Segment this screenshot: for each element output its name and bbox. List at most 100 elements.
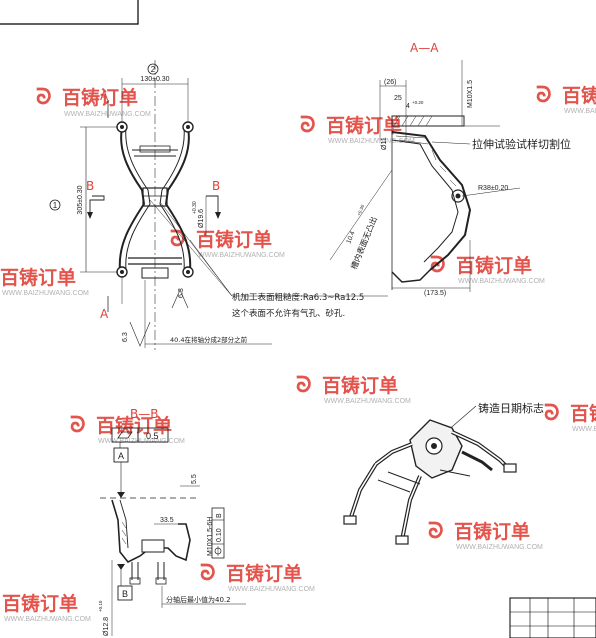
watermark-url: WWW.BAIZHUWANG.COM	[4, 616, 91, 623]
svg-text:ᘐ: ᘐ	[296, 373, 312, 398]
section-label-b-right: B	[212, 179, 220, 193]
watermark-9: ᘐ 百铸订单 WWW.BAIZHUWANG.COM	[544, 401, 596, 433]
note-axis-dim: 40.4在将轴分成2部分之前	[170, 335, 248, 344]
datum-b-box	[117, 585, 133, 601]
iso-view: 铸造日期标志	[343, 401, 544, 545]
dim-dia11-text: Ø11	[381, 137, 388, 150]
watermark-url: WWW.BAIZHUWANG.COM	[2, 290, 89, 297]
watermark-url: WWW.BAIZHUWANG.COM	[328, 138, 415, 145]
watermark-brand: 百铸订单	[2, 592, 78, 615]
dim-dia-a-tol: +0.30	[192, 201, 198, 214]
iso-foot-right	[503, 463, 517, 473]
bb-center-block	[141, 539, 165, 553]
bottom-center-block	[141, 267, 169, 279]
flatness-icon	[117, 431, 133, 439]
bb-profile	[111, 499, 191, 564]
bottom-cross-bar	[128, 257, 182, 265]
balloon-2	[147, 63, 159, 75]
svg-text:ᘐ: ᘐ	[36, 85, 52, 110]
section-label-a-top: A	[100, 89, 109, 103]
svg-text:ᘐ: ᘐ	[544, 401, 560, 426]
watermark-3: ᘐ 百铸订单 WWW.BAIZHUWANG.COM	[536, 83, 596, 115]
dim-25-text: 25	[394, 95, 402, 102]
watermark-2: ᘐ 百铸订单 WWW.BAIZHUWANG.COM	[300, 113, 415, 145]
watermark-6: ᘐ 百铸订单 WWW.BAIZHUWANG.COM	[430, 253, 545, 285]
dim-26-text: (26)	[384, 79, 396, 86]
position-tol-datum: B	[216, 513, 223, 518]
dim-width-text: 130±0.30	[140, 76, 169, 83]
flatness-value: 0.5	[146, 431, 159, 441]
watermark-brand: 百铸订单	[456, 254, 532, 277]
watermark-url: WWW.BAIZHUWANG.COM	[228, 586, 315, 593]
dim-55-text: 5.5	[191, 474, 198, 484]
section-bb-title: B—B	[130, 407, 158, 421]
svg-text:ᘐ: ᘐ	[70, 413, 86, 438]
iso-arm-right-top	[451, 430, 512, 472]
iso-leg-right	[461, 450, 493, 472]
position-tol-frame	[211, 507, 225, 559]
watermark-url: WWW.BAIZHUWANG.COM	[98, 438, 185, 445]
svg-text:ᘐ: ᘐ	[536, 83, 552, 108]
watermark-brand: 百铸订单	[454, 520, 530, 543]
svg-text:ᘐ: ᘐ	[200, 561, 216, 586]
watermark-brand: 百铸订单	[326, 114, 402, 137]
front-view: 2 130±0.30 A B B	[49, 60, 388, 350]
dim-height-text: 305±0.30	[77, 185, 84, 214]
watermark-brand: 百铸订单	[570, 402, 596, 425]
position-tol-value: 0.10	[216, 528, 223, 542]
watermark-brand: 百铸订单	[226, 562, 302, 585]
dim-thread-bb: M10X1.5-6H	[207, 517, 214, 556]
iso-leg-left	[348, 462, 378, 521]
watermark-1: ᘐ 百铸订单 WWW.BAIZHUWANG.COM	[36, 85, 151, 118]
note-roughness: 机加工表面粗糙度:Ra6.3~Ra12.5	[232, 292, 364, 303]
dim-dia128-text: Ø12.8	[103, 617, 110, 636]
dim-104-text: 10.4	[345, 230, 356, 245]
svg-text:ᘐ: ᘐ	[170, 227, 186, 252]
watermark-brand: 百铸订单	[96, 414, 172, 437]
section-bb-view: B—B 0.5 A 5.5 33.5 M10X1.5-6H 0.10 B	[98, 407, 246, 636]
watermark-url: WWW.BAIZHUWANG.COM	[458, 278, 545, 285]
watermark-url: WWW.BAIZHUWANG.COM	[456, 544, 543, 551]
watermark-5: ᘐ 百铸订单 WWW.BAIZHUWANG.COM	[0, 266, 89, 297]
watermark-brand: 百铸订单	[62, 86, 138, 109]
watermark-url: WWW.BAIZHUWANG.COM	[564, 108, 596, 115]
datum-b-label: B	[122, 589, 128, 599]
title-block-frame	[0, 0, 139, 25]
watermark-12: ᘐ 百铸订单 WWW.BAIZHUWANG.COM	[2, 592, 91, 623]
note-slot: 槽内表面无凸出	[349, 215, 379, 271]
note-min-value: 分轴后最小值为40.2	[166, 595, 231, 604]
dim-4-text: 4	[406, 103, 410, 110]
flatness-frame-value	[137, 427, 169, 443]
dim-104-tol: +0.30	[356, 203, 365, 216]
dim-63-left-text: 6.3	[122, 332, 129, 342]
title-block-bottom	[509, 597, 596, 638]
note-date-mark: 铸造日期标志	[478, 401, 544, 415]
balloon-1	[49, 199, 61, 211]
svg-text:ᘐ: ᘐ	[300, 113, 316, 138]
dim-1735-text: (173.5)	[424, 290, 446, 297]
iso-foot-center	[395, 535, 409, 545]
iso-foot-left	[343, 515, 357, 525]
note-tensile: 拉伸试验试样切割位	[472, 137, 571, 151]
dim-thread-aa: M10X1.5	[467, 80, 474, 108]
dim-4-tol: +0.20	[412, 100, 424, 105]
watermark-url: WWW.BAIZHUWANG.COM	[324, 398, 411, 405]
dim-r38-text: R38±0.20	[478, 185, 508, 192]
aa-arm-outer	[391, 131, 472, 271]
section-aa-title: A—A	[410, 41, 439, 55]
watermark-8: ᘐ 百铸订单 WWW.BAIZHUWANG.COM	[70, 413, 185, 445]
watermark-url: WWW.BAIZHUWANG.COM	[198, 252, 285, 259]
watermark-7: ᘐ 百铸订单 WWW.BAIZHUWANG.COM	[296, 373, 411, 405]
watermark-10: ᘐ 百铸订单 WWW.BAIZHUWANG.COM	[428, 519, 543, 551]
watermark-brand: 百铸订单	[562, 84, 596, 107]
watermark-brand: 百铸订单	[322, 374, 398, 397]
section-label-a-bottom: A	[100, 307, 109, 321]
watermark-url: WWW.BAIZHUWANG.COM	[572, 426, 596, 433]
aa-top-flange	[391, 115, 465, 127]
watermark-brand: 百铸订单	[196, 228, 272, 251]
balloon-1-label: 1	[53, 201, 58, 210]
watermark-11: ᘐ 百铸订单 WWW.BAIZHUWANG.COM	[200, 561, 315, 593]
section-label-b-left: B	[86, 179, 94, 193]
